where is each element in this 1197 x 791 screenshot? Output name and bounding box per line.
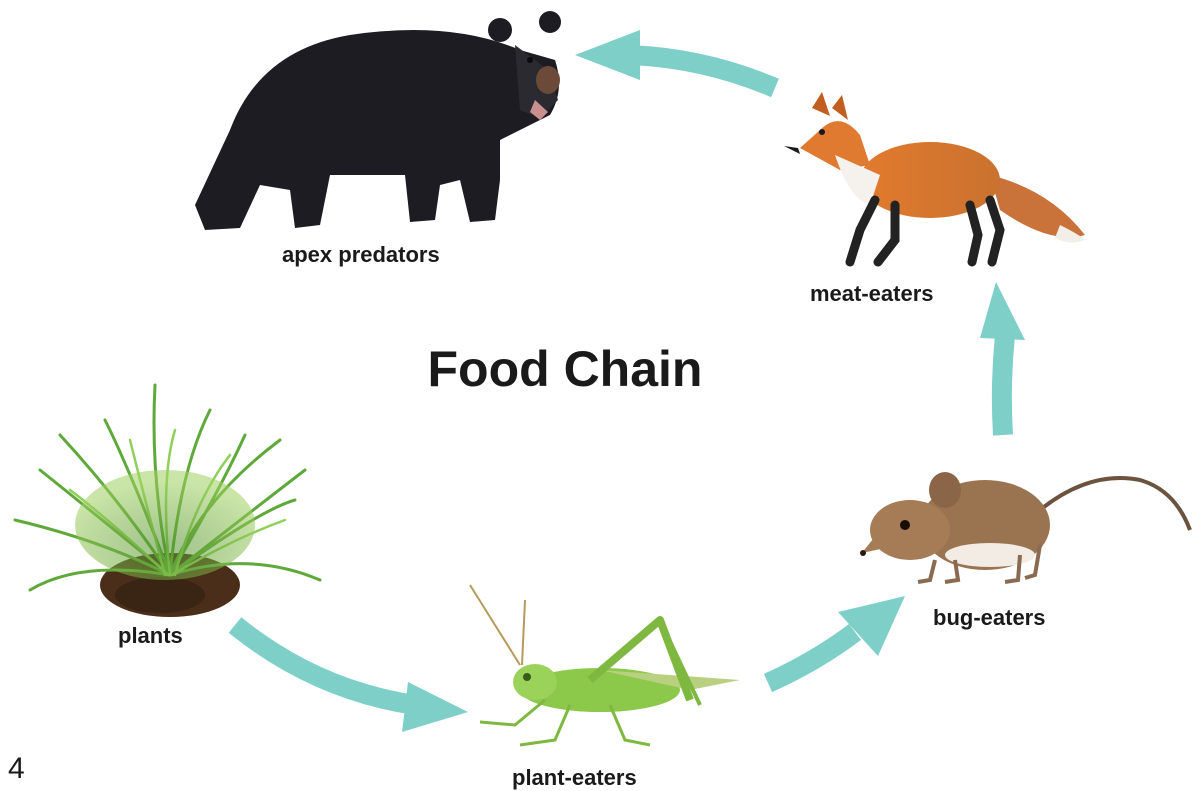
stage-label-bug-eaters: bug-eaters (933, 605, 1045, 631)
black-bear-icon (195, 11, 561, 230)
diagram-title: Food Chain (0, 340, 1130, 398)
stage-label-apex-predators: apex predators (282, 242, 440, 268)
arrow-meat-eaters-to-apex (575, 30, 775, 88)
page-number: 4 (8, 752, 25, 786)
arrow-plants-to-plant-eaters (235, 625, 468, 732)
arrow-plant-eaters-to-bug-eaters (768, 596, 905, 683)
stage-label-plant-eaters: plant-eaters (512, 765, 637, 791)
stage-label-meat-eaters: meat-eaters (810, 281, 934, 307)
red-fox-icon (784, 92, 1085, 262)
shrew-icon (860, 472, 1190, 582)
stage-label-plants: plants (118, 623, 183, 649)
grass-clump-icon (15, 385, 320, 617)
grasshopper-icon (470, 585, 740, 745)
